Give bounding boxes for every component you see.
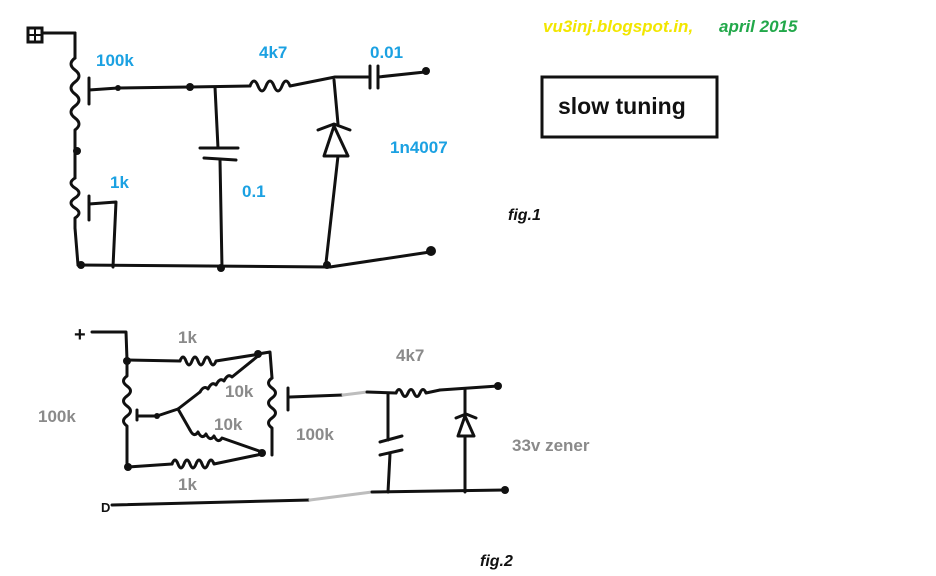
cap-fig2 (378, 434, 404, 457)
pot-right-body (267, 376, 277, 457)
resistor-4k7-fig2 (394, 388, 442, 398)
diode-1n4007 (316, 122, 352, 158)
credit-date: april 2015 (719, 17, 798, 36)
fig2-r-diag-upper-label: 10k (225, 382, 254, 401)
fig1-cap-out-label: 0.01 (370, 43, 403, 62)
resistor-bottom-1k (170, 452, 264, 470)
fig2-minus-label: D (101, 500, 110, 515)
title-box-label: slow tuning (558, 93, 686, 119)
cap-0.1 (198, 146, 240, 162)
fig2-caption: fig.2 (480, 553, 513, 570)
zener-33v (454, 412, 478, 438)
fig2-r-bottom-label: 1k (178, 475, 197, 494)
fig2-zener-label: 33v zener (512, 436, 590, 455)
pot-100k-body (69, 56, 81, 152)
fig2-pot-right-label: 100k (296, 425, 334, 444)
fig1-resistor-label: 4k7 (259, 43, 287, 62)
pot-left-body (122, 359, 132, 468)
fig1-pot-fine-label: 1k (110, 173, 129, 192)
fig1-caption: fig.1 (508, 207, 541, 224)
fig1-cap-bypass-label: 0.1 (242, 182, 266, 201)
supply-terminal-icon (26, 26, 44, 44)
fig1-diode-label: 1n4007 (390, 138, 448, 157)
fig2-circuit: + (74, 324, 509, 515)
fig2-r-diag-lower-label: 10k (214, 415, 243, 434)
title-box: slow tuning (540, 75, 719, 139)
fig2-pot-left-label: 100k (38, 407, 76, 426)
resistor-4k7 (248, 79, 292, 93)
resistor-top-1k (178, 352, 262, 367)
resistor-diag-lower-10k (188, 428, 264, 454)
pot-1k-body (69, 176, 81, 230)
fig1-circuit (26, 26, 436, 272)
credit-site: vu3inj.blogspot.in, (543, 17, 693, 36)
resistor-diag-upper-10k (198, 354, 260, 394)
fig1-pot-main-label: 100k (96, 51, 134, 70)
fig2-r-top-label: 1k (178, 328, 197, 347)
fig2-plus-label: + (74, 324, 86, 346)
fig2-resistor-label: 4k7 (396, 346, 424, 365)
